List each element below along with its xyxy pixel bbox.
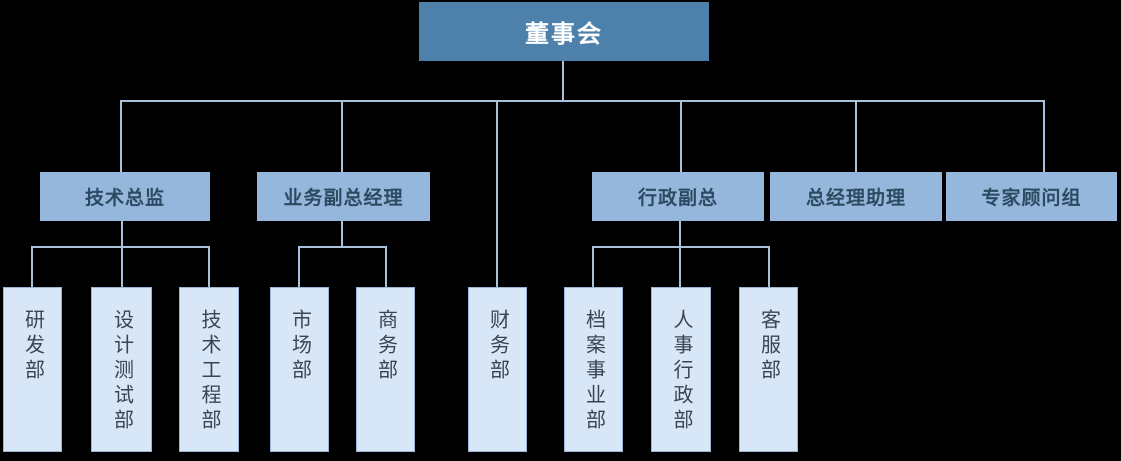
connector-drop-customer-service-dept	[768, 246, 770, 287]
connector-drop-design-test-dept	[121, 246, 123, 287]
org-node-rd-dept-label: 研发部	[21, 309, 44, 384]
org-node-design-test-dept-label: 设计测试部	[110, 309, 133, 434]
connector-drop-hr-admin-dept	[679, 246, 681, 287]
connector-main-rail	[120, 100, 1045, 102]
org-node-archives-dept-label: 档案事业部	[582, 309, 605, 434]
org-node-admin-deputy-label: 行政副总	[637, 188, 718, 209]
connector-drop-expert-group	[1043, 100, 1045, 172]
org-node-gm-assistant: 总经理助理	[770, 172, 942, 221]
connector-drop-admin-deputy	[680, 100, 682, 172]
org-node-customer-service-dept-label: 客服部	[757, 309, 780, 384]
org-node-gm-assistant-label: 总经理助理	[805, 188, 906, 209]
connector-drop-tech-director	[120, 100, 122, 172]
connector-business-stem	[341, 221, 343, 246]
org-node-marketing-dept-label: 市场部	[288, 309, 311, 384]
connector-drop-marketing-dept	[298, 246, 300, 287]
org-node-tech-director: 技术总监	[40, 172, 210, 221]
org-node-business-vgm: 业务副总经理	[257, 172, 430, 221]
org-node-hr-admin-dept: 人事行政部	[651, 287, 711, 452]
org-node-tech-eng-dept-label: 技术工程部	[198, 309, 220, 434]
org-node-expert-group-label: 专家顾问组	[981, 188, 1082, 209]
org-node-customer-service-dept: 客服部	[739, 287, 798, 452]
connector-drop-business-vgm	[341, 100, 343, 172]
org-node-finance-dept-label: 财务部	[486, 309, 509, 384]
org-node-board-label: 董事会	[525, 21, 603, 48]
org-node-tech-director-label: 技术总监	[84, 188, 165, 209]
connector-root-stem	[562, 61, 564, 100]
connector-business-rail	[298, 246, 387, 248]
connector-drop-tech-eng-dept	[208, 246, 210, 287]
connector-drop-commerce-dept	[385, 246, 387, 287]
org-node-business-vgm-label: 业务副总经理	[283, 188, 404, 209]
org-node-finance-dept: 财务部	[468, 287, 527, 452]
org-node-expert-group: 专家顾问组	[946, 172, 1117, 221]
org-node-design-test-dept: 设计测试部	[91, 287, 152, 452]
org-node-tech-eng-dept: 技术工程部	[179, 287, 239, 452]
org-node-board: 董事会	[419, 2, 709, 61]
org-node-commerce-dept: 商务部	[356, 287, 415, 452]
org-node-rd-dept: 研发部	[3, 287, 62, 452]
connector-drop-finance-dept	[496, 100, 498, 287]
connector-tech-rail	[31, 246, 210, 248]
connector-drop-gm-assistant	[855, 100, 857, 172]
org-node-commerce-dept-label: 商务部	[374, 309, 397, 384]
connector-tech-stem	[121, 221, 123, 246]
org-node-archives-dept: 档案事业部	[564, 287, 623, 452]
org-node-marketing-dept: 市场部	[270, 287, 329, 452]
org-node-hr-admin-dept-label: 人事行政部	[670, 309, 692, 434]
connector-admin-stem	[679, 221, 681, 246]
org-node-admin-deputy: 行政副总	[592, 172, 764, 221]
connector-drop-archives-dept	[592, 246, 594, 287]
connector-admin-rail	[592, 246, 770, 248]
connector-drop-rd-dept	[31, 246, 33, 287]
